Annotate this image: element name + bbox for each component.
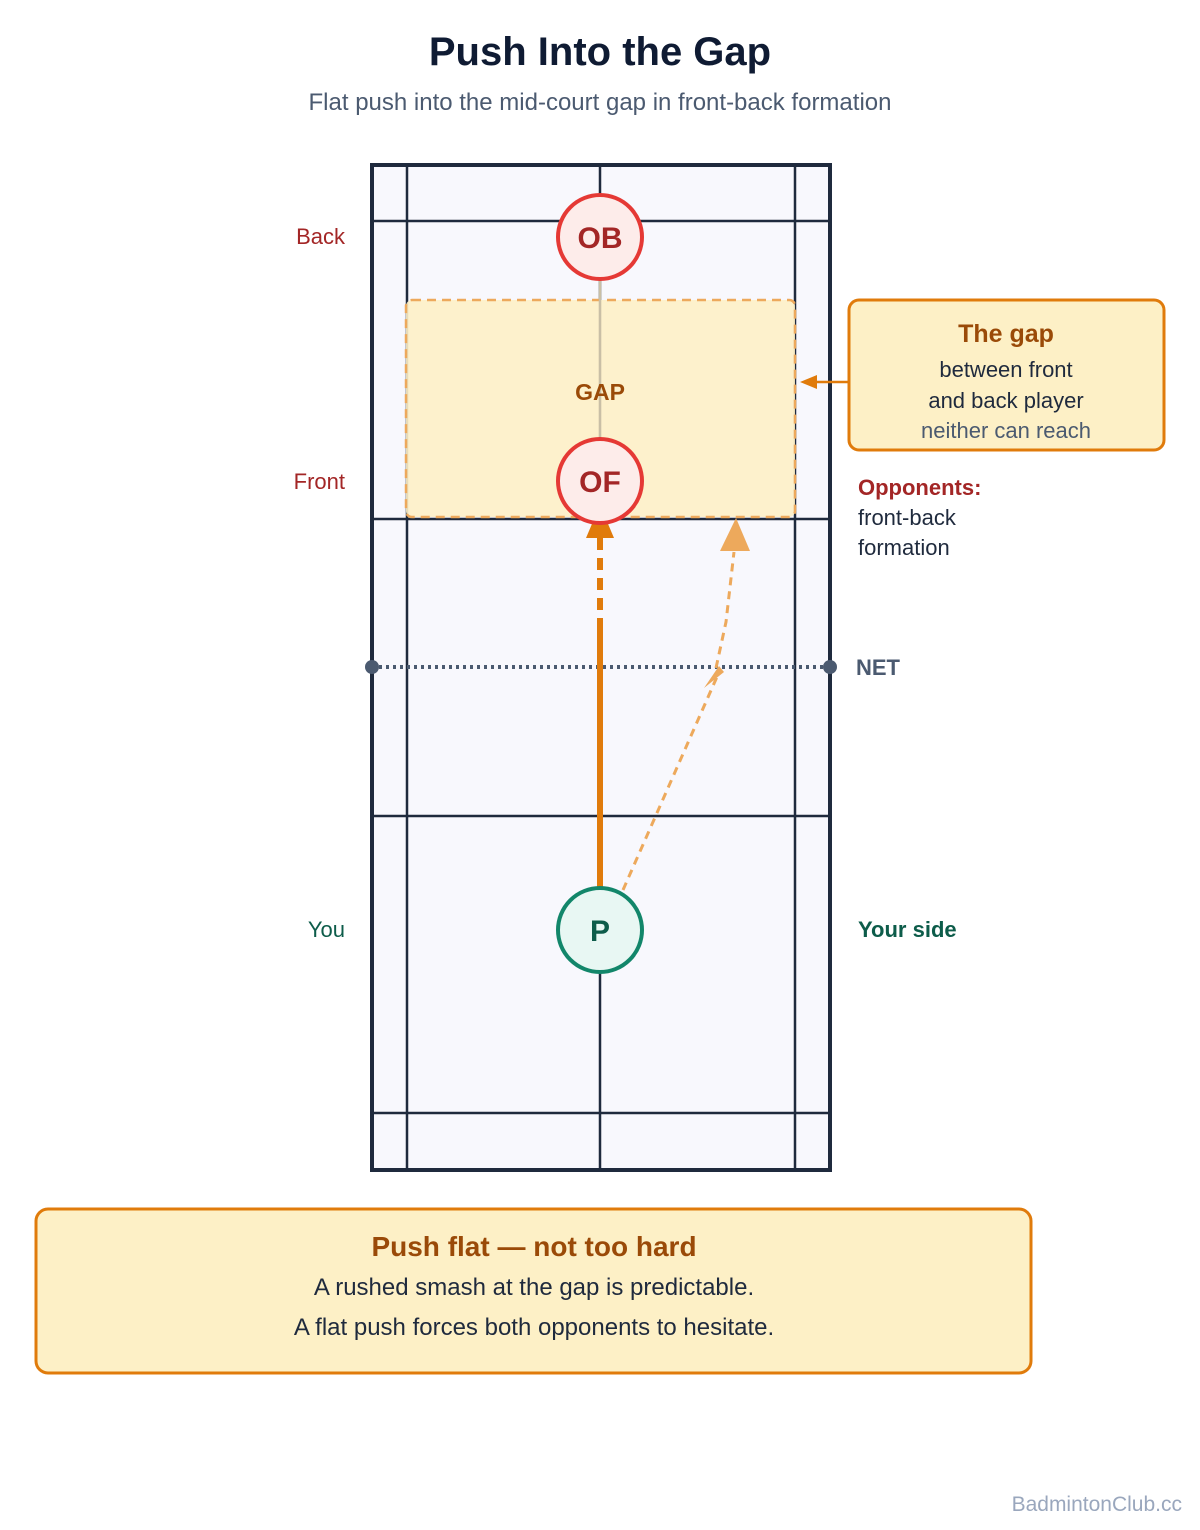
alt-path-net-arrow — [704, 666, 724, 688]
opponent-front-label: OF — [579, 466, 621, 499]
alt-path-first-leg — [621, 669, 722, 891]
opponent-back-token: OB — [556, 193, 644, 281]
tip-box-line1: A rushed smash at the gap is predictable… — [314, 1274, 754, 1301]
opponent-front-circle — [556, 437, 644, 525]
back-label: Back — [296, 224, 346, 249]
page-title: Push Into the Gap — [429, 30, 771, 74]
gap-callout: The gap between front and back player ne… — [800, 298, 1166, 452]
tip-box-title: Push flat — not too hard — [371, 1231, 696, 1262]
gap-callout-line1: between front — [939, 357, 1072, 382]
front-label: Front — [294, 469, 345, 494]
gap-callout-arrow-icon — [800, 375, 817, 389]
tip-box: Push flat — not too hard A rushed smash … — [34, 1207, 1033, 1375]
net-label: NET — [856, 655, 901, 680]
alt-path-second-leg — [714, 551, 736, 669]
player-token: P — [556, 886, 644, 974]
net-post-right — [823, 660, 837, 674]
alt-path-arrowhead — [720, 518, 750, 551]
your-side-label: Your side — [858, 917, 957, 942]
player-circle — [556, 886, 644, 974]
opponents-note-line1: front-back — [858, 505, 957, 530]
page-subtitle: Flat push into the mid-court gap in fron… — [309, 89, 892, 116]
player-label: P — [590, 915, 610, 948]
opponent-back-label: OB — [578, 222, 623, 255]
gap-callout-box — [847, 298, 1166, 452]
tip-box-frame — [34, 1207, 1033, 1375]
gap-label: GAP — [575, 379, 625, 405]
gap-callout-line2: and back player — [928, 388, 1083, 413]
opponent-back-circle — [556, 193, 644, 281]
gap-callout-title: The gap — [958, 320, 1054, 348]
opponents-note-line2: formation — [858, 535, 950, 560]
you-label: You — [308, 917, 345, 942]
gap-callout-line3: neither can reach — [921, 418, 1091, 443]
opponent-front-token: OF — [556, 437, 644, 525]
opponents-note-title: Opponents: — [858, 475, 981, 500]
tip-box-line2: A flat push forces both opponents to hes… — [294, 1314, 774, 1341]
site-credit: BadmintonClub.cc — [1012, 1493, 1182, 1516]
net-post-left — [365, 660, 379, 674]
